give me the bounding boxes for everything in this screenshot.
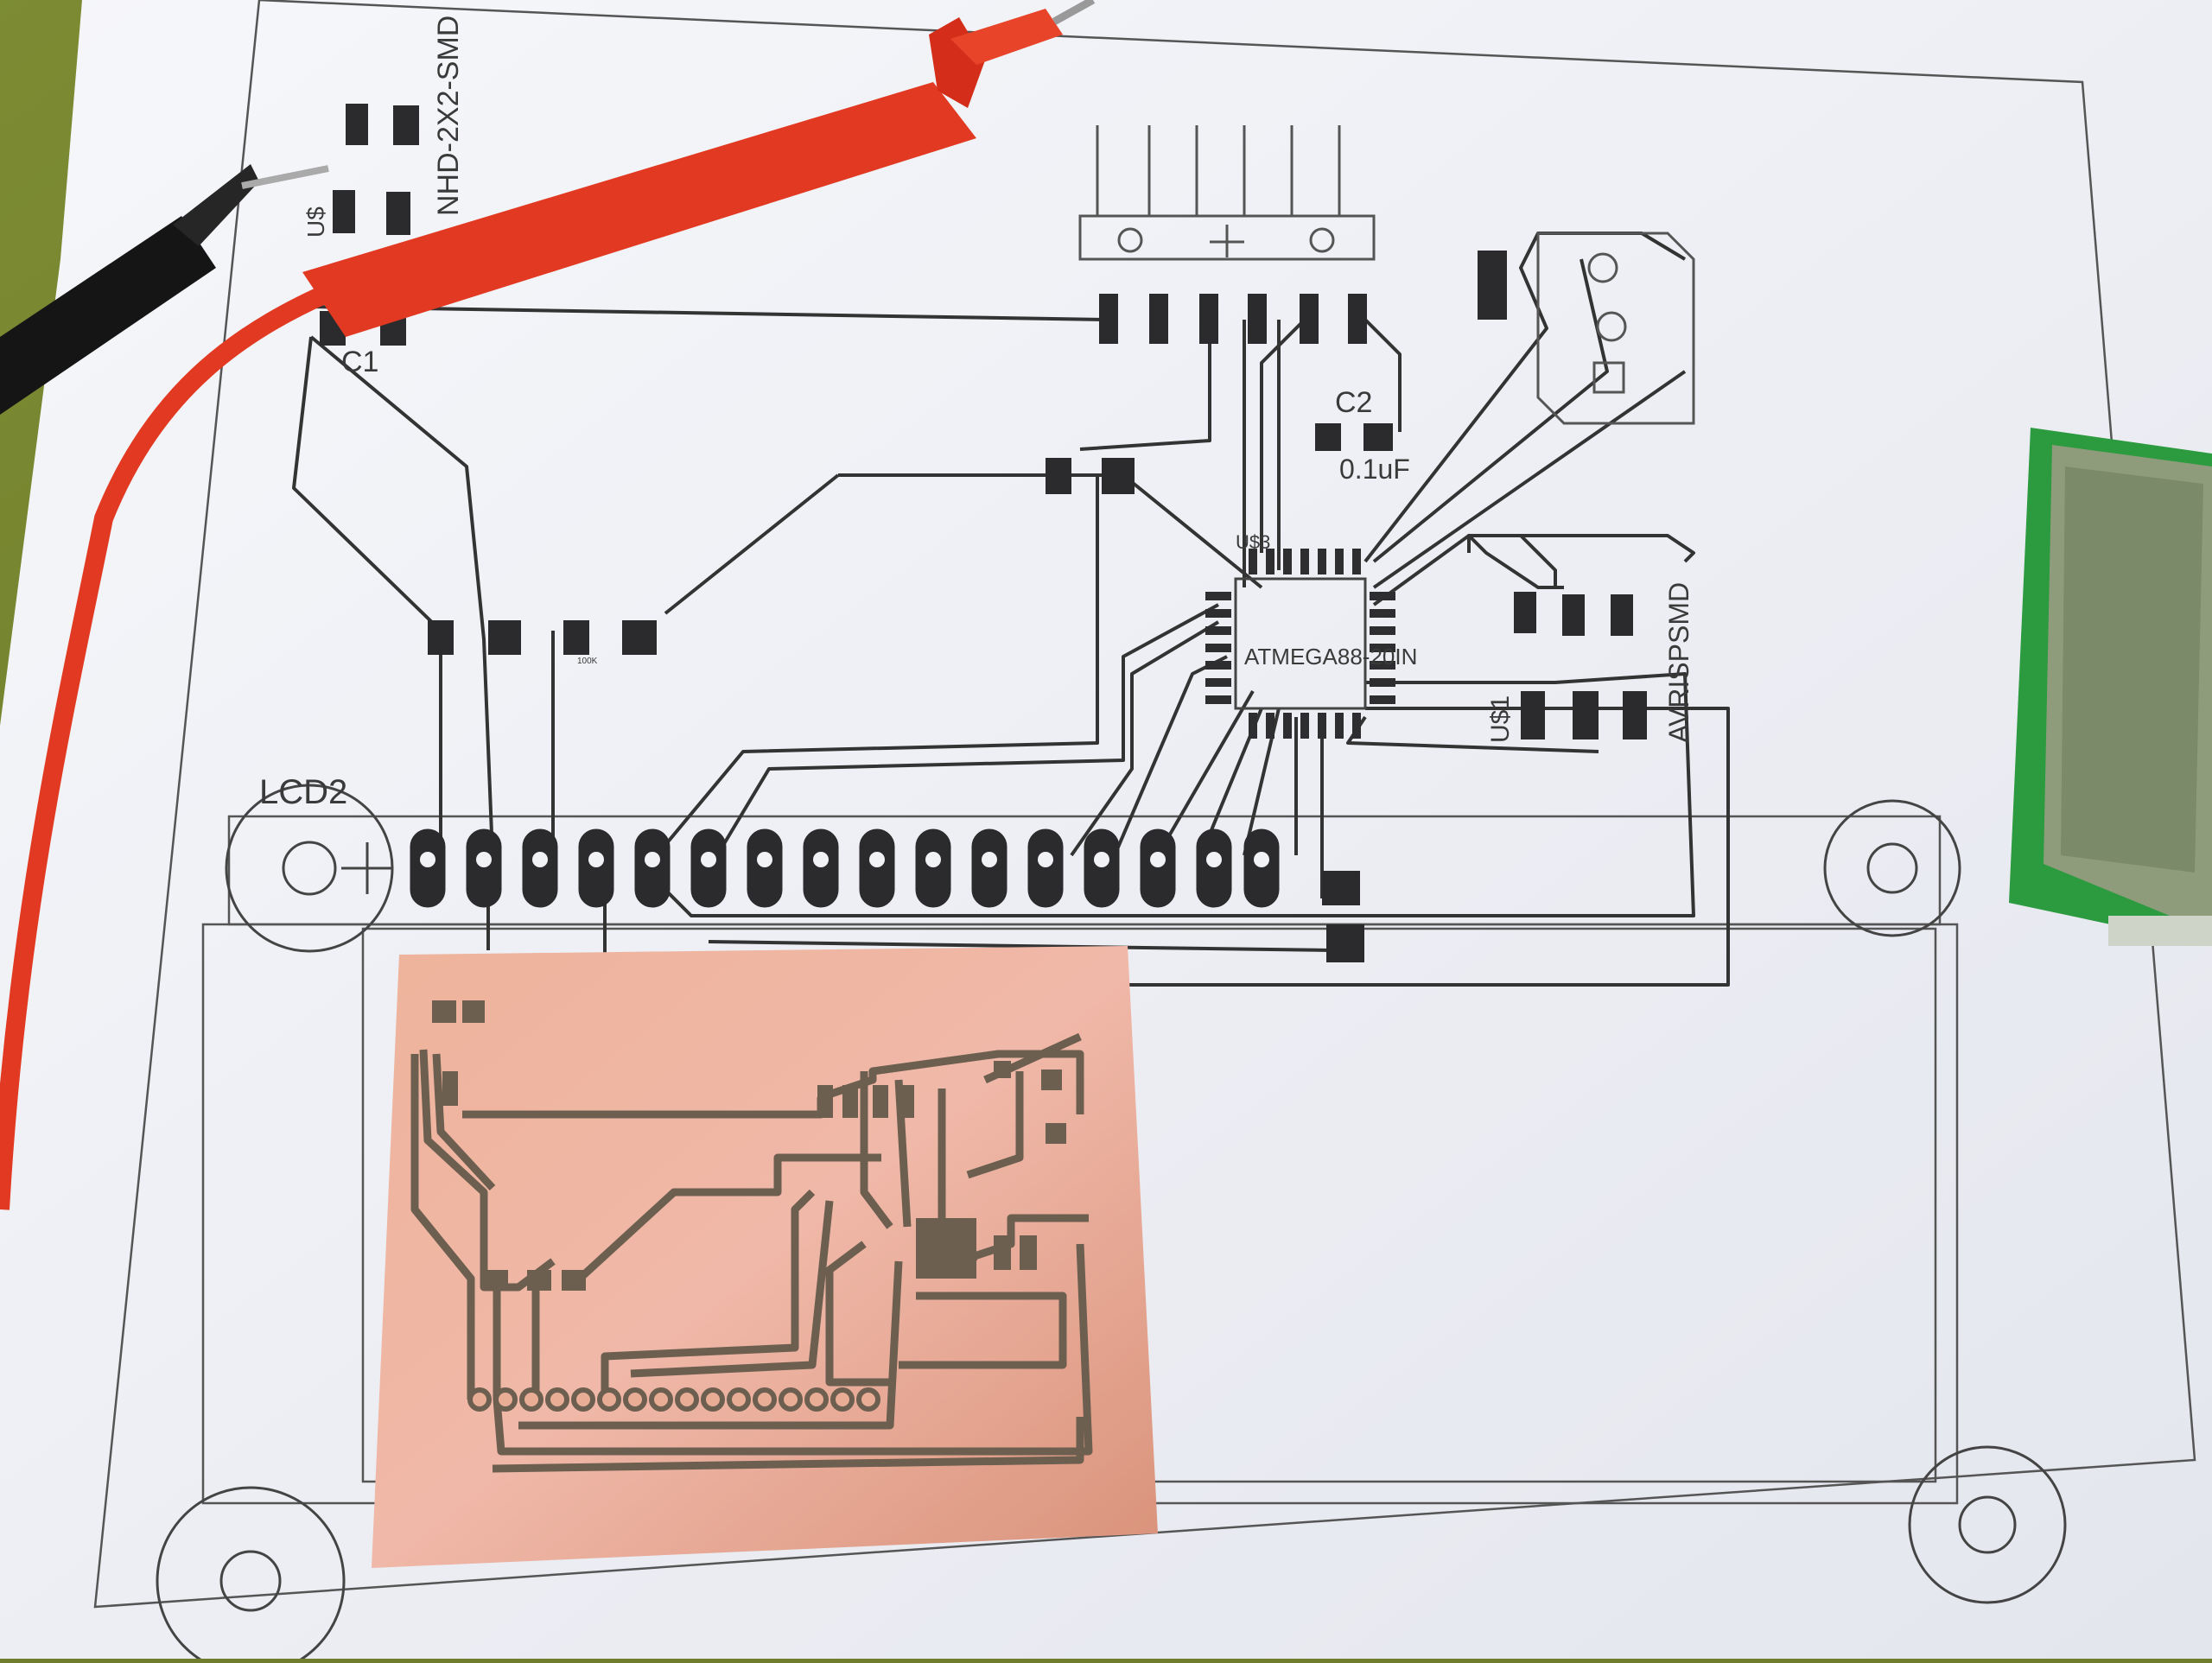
power-connector — [1536, 232, 1695, 425]
etched-copper-board — [372, 946, 1158, 1568]
nhd-label: NHD-2X2-SMD — [432, 15, 465, 216]
lcd-header-pads — [410, 828, 1280, 908]
u1-label: U$1 — [1486, 695, 1515, 743]
mcu-label: ATMEGA88-20IN — [1244, 644, 1418, 670]
top-header-connector — [1078, 125, 1376, 261]
c1-label: C1 — [341, 346, 379, 378]
c2-value-label: 0.1uF — [1339, 454, 1410, 485]
red-probe — [0, 0, 1096, 1210]
u2-label: U$ — [302, 206, 329, 238]
lcd-module — [2009, 428, 2212, 946]
printed-traces — [292, 232, 1730, 987]
black-probe — [0, 164, 329, 415]
smd-pads — [320, 104, 1647, 962]
u3-label: U$3 — [1236, 531, 1271, 553]
avr-label: AVRISPSMD — [1663, 581, 1694, 743]
mcu-footprint — [1205, 549, 1395, 739]
lcd-label: LCD2 — [259, 773, 348, 811]
mounting-holes — [156, 784, 2067, 1663]
resistor-value-label: 100K — [577, 657, 598, 666]
c2-label: C2 — [1335, 386, 1373, 419]
